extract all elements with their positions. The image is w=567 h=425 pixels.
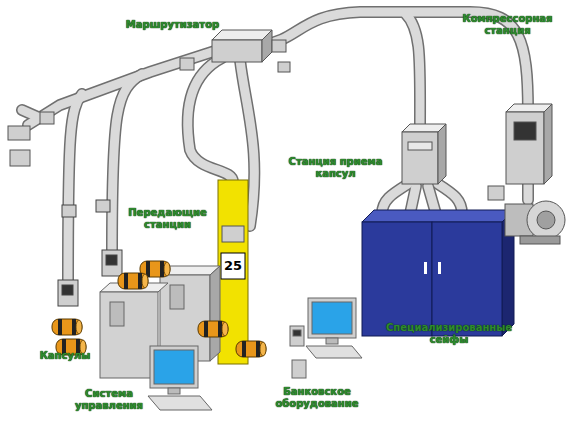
compressor-station xyxy=(488,104,565,244)
callout-label: Специализированные сейфы xyxy=(383,322,515,346)
tube-fill-part xyxy=(22,110,40,118)
router-unit-part xyxy=(212,40,262,62)
capsule-part xyxy=(236,341,266,357)
bank-equipment-part xyxy=(308,298,356,338)
sending-station-part xyxy=(96,200,110,212)
router-unit-part xyxy=(180,58,194,70)
callout-label: Станция приема капсул xyxy=(283,156,388,180)
tube-fill-part xyxy=(112,74,142,252)
compressor-station-part xyxy=(488,186,504,200)
compressor-station-part xyxy=(506,112,544,184)
sending-station-part xyxy=(62,205,76,217)
capsule-part xyxy=(52,319,82,335)
callout-label: Передающие станции xyxy=(125,207,210,231)
capsule-part xyxy=(198,321,228,337)
specialized-safes-part xyxy=(424,262,427,274)
compressor-station-part xyxy=(527,201,565,239)
tube-outline-part xyxy=(112,74,142,252)
specialized-safes-part xyxy=(362,222,432,336)
bank-equipment-part xyxy=(292,360,306,378)
bank-equipment-part xyxy=(326,338,338,344)
bank-equipment-part xyxy=(290,326,304,346)
callout-label: Компрессорная станция xyxy=(455,13,560,37)
compressor-station-part xyxy=(520,236,560,244)
router-unit-part xyxy=(262,30,272,62)
control-system-part xyxy=(150,346,198,388)
callout-label: Маршрутизатор xyxy=(115,19,230,31)
bank-equipment-part xyxy=(306,346,362,358)
yellow-station-column-part xyxy=(222,226,244,242)
line-end-boxes-part xyxy=(10,150,30,166)
specialized-safes-part xyxy=(438,262,441,274)
control-system-part xyxy=(148,396,212,410)
callout-number: 25 xyxy=(221,256,245,276)
control-system-part xyxy=(170,285,184,309)
control-system-part xyxy=(210,266,220,361)
control-system-part xyxy=(100,292,158,378)
sending-station-part xyxy=(62,285,73,295)
compressor-station-part xyxy=(537,211,555,229)
capsule-receiving-station xyxy=(402,124,446,184)
control-system-part xyxy=(154,350,194,384)
bank-equipment-part xyxy=(293,330,301,336)
capsule-receiving-station-part xyxy=(438,124,446,184)
tube-outline-part xyxy=(522,184,534,200)
router-unit xyxy=(180,30,290,72)
tube-fill-part xyxy=(68,94,82,282)
router-unit-part xyxy=(272,40,286,52)
callout-label: Система управления xyxy=(68,388,150,412)
router-unit-part xyxy=(278,62,290,72)
sending-station-part xyxy=(102,250,122,276)
capsule-receiving-station-part xyxy=(402,132,438,184)
control-system-part xyxy=(168,388,180,394)
tube-outline-part xyxy=(405,13,420,132)
sending-station-part xyxy=(58,280,78,306)
tube-outline-part xyxy=(68,94,82,282)
capsule-receiving-station-part xyxy=(408,142,432,150)
line-end-boxes xyxy=(8,112,54,166)
line-end-boxes-part xyxy=(8,126,30,140)
tube-fill-part xyxy=(405,13,420,132)
callout-label: Банковское оборудование xyxy=(268,386,366,410)
compressor-station-part xyxy=(514,122,536,140)
capsule xyxy=(52,261,266,357)
callout-label: Капсулы xyxy=(30,350,100,362)
line-end-boxes-part xyxy=(40,112,54,124)
control-system-part xyxy=(110,302,124,326)
compressor-station-part xyxy=(544,104,552,184)
tube-fill-part xyxy=(524,184,533,200)
specialized-safes-part xyxy=(432,222,502,336)
yellow-station-column-part xyxy=(221,253,245,279)
sending-station-part xyxy=(106,255,117,265)
specialized-safes-part xyxy=(362,210,514,222)
bank-equipment xyxy=(290,298,362,378)
capsule-part xyxy=(118,273,148,289)
bank-equipment-part xyxy=(312,302,352,334)
tube-fill-part xyxy=(188,58,233,182)
tube-outline-part xyxy=(188,58,233,182)
specialized-safes xyxy=(362,210,514,336)
tube-outline-part xyxy=(22,110,40,118)
